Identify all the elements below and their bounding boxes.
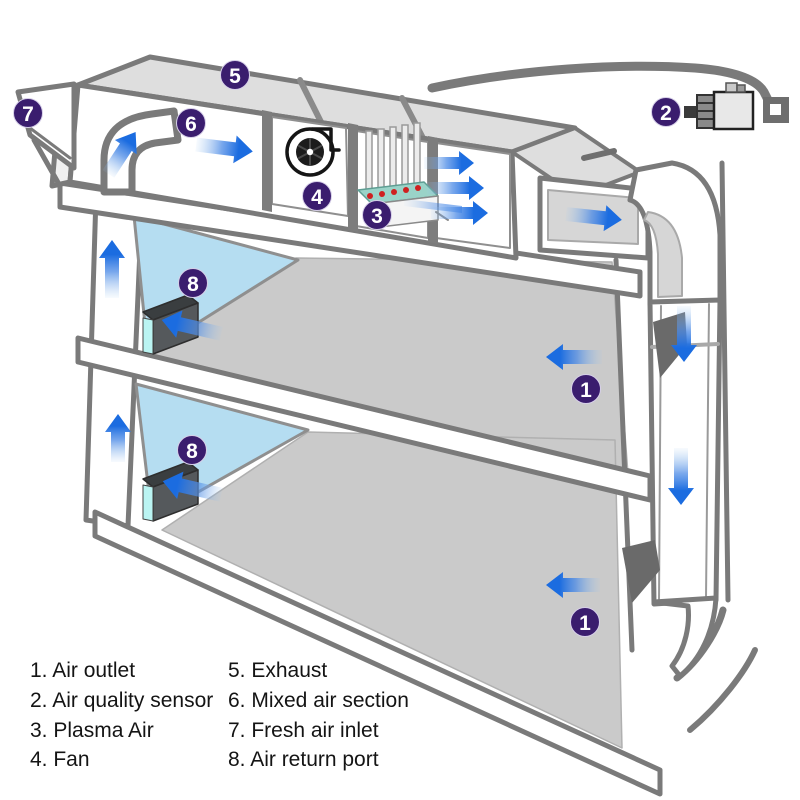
svg-text:4: 4 (311, 186, 323, 209)
legend-item-6: 6. Mixed air section (228, 689, 409, 712)
svg-text:8: 8 (186, 440, 198, 463)
slab-beam-middle (75, 335, 653, 503)
duct-elbow-face (643, 211, 683, 298)
airflow-arrow-supply-1 (424, 151, 474, 175)
svg-text:3: 3 (371, 205, 383, 228)
sensor-connector-2 (736, 84, 746, 93)
svg-text:1: 1 (580, 379, 592, 402)
airflow-arrow-outlet-upper (546, 344, 602, 370)
supply-duct-right (537, 160, 723, 679)
airflow-arrow-supply-3 (431, 201, 488, 225)
fan-scroll-outlet (310, 127, 341, 152)
airflow-arrow-duct-down-2 (668, 448, 694, 505)
plasma-dot (379, 191, 385, 197)
legend-item-5: 5. Exhaust (228, 659, 327, 682)
legend-item-3: 3. Plasma Air (30, 719, 154, 742)
airflow-arrow-transition (565, 205, 622, 232)
sensor-bracket-hole (770, 104, 781, 115)
legend: 1. Air outlet 2. Air quality sensor 3. P… (30, 659, 409, 771)
sensor-device (684, 82, 789, 131)
marker-air-quality-sensor: 2 (651, 97, 681, 127)
section-divider-1 (262, 110, 272, 212)
return-port-side (142, 317, 154, 355)
plasma-dot (403, 187, 409, 193)
airflow-arrow-into-return-lower (162, 471, 223, 502)
svg-text:2: 2 (660, 102, 672, 125)
plasma-tube (365, 130, 373, 194)
legend-item-4: 4. Fan (30, 748, 90, 771)
plasma-tube (377, 128, 385, 192)
marker-air-return-port-upper: 8 (178, 268, 208, 298)
inlet-lower-wall (31, 137, 63, 189)
sensor-body (712, 90, 755, 131)
legend-item-8: 8. Air return port (228, 748, 379, 771)
svg-text:6: 6 (185, 113, 197, 136)
airflow-arrow-shaft-upper (99, 240, 125, 298)
duct-bottom-taper (651, 595, 719, 679)
svg-text:5: 5 (229, 65, 241, 88)
svg-text:1: 1 (579, 612, 591, 635)
plasma-dot (367, 193, 373, 199)
airflow-arrow-elbow-up (102, 132, 137, 178)
sensor-stub (684, 106, 697, 118)
legend-item-2: 2. Air quality sensor (30, 689, 213, 712)
markers: 7 5 6 4 3 2 1 1 8 8 (13, 60, 681, 637)
airflow-arrow-supply-2 (427, 176, 484, 200)
legend-item-7: 7. Fresh air inlet (228, 719, 379, 742)
marker-air-return-port-lower: 8 (177, 435, 207, 465)
airflow-arrow-outlet-lower (546, 572, 600, 598)
exhaust-slot (581, 148, 617, 161)
marker-fan: 4 (302, 181, 332, 211)
marker-plasma-air: 3 (362, 200, 392, 230)
airflow-arrow-into-return-upper (161, 310, 223, 341)
legend-item-1: 1. Air outlet (30, 659, 135, 682)
marker-air-outlet-upper: 1 (571, 374, 601, 404)
base-edge-line-2 (687, 647, 758, 733)
corner-edge-line (719, 160, 731, 603)
duct-bracket-lower (622, 540, 660, 603)
marker-mixed-air-section: 6 (176, 108, 206, 138)
marker-fresh-air-inlet: 7 (13, 98, 43, 128)
airflow-arrow-mixed (195, 135, 253, 164)
plasma-dot (391, 189, 397, 195)
plasma-tube (389, 126, 397, 190)
sensor-cable (427, 61, 773, 105)
marker-exhaust: 5 (220, 60, 250, 90)
plasma-dot (415, 185, 421, 191)
building-structure (75, 193, 663, 797)
svg-text:7: 7 (22, 103, 34, 126)
section-divider-2 (348, 123, 358, 232)
return-port-side (142, 484, 154, 522)
svg-text:8: 8 (187, 273, 199, 296)
plasma-tube (413, 122, 421, 186)
marker-air-outlet-lower: 1 (570, 607, 600, 637)
fan-hub (306, 148, 314, 156)
plasma-tube (401, 124, 409, 188)
fan-icon (285, 127, 341, 177)
slab-beam-bottom (92, 509, 663, 797)
airflow-arrow-duct-down-1 (671, 306, 697, 362)
mixing-elbow (100, 107, 182, 196)
airflow-arrow-shaft-lower (105, 414, 131, 462)
top-seam-1 (297, 77, 325, 127)
inlet-inner-line (28, 126, 72, 160)
sensor-connector-1 (725, 82, 738, 93)
duct-inner-line-2 (705, 303, 710, 599)
